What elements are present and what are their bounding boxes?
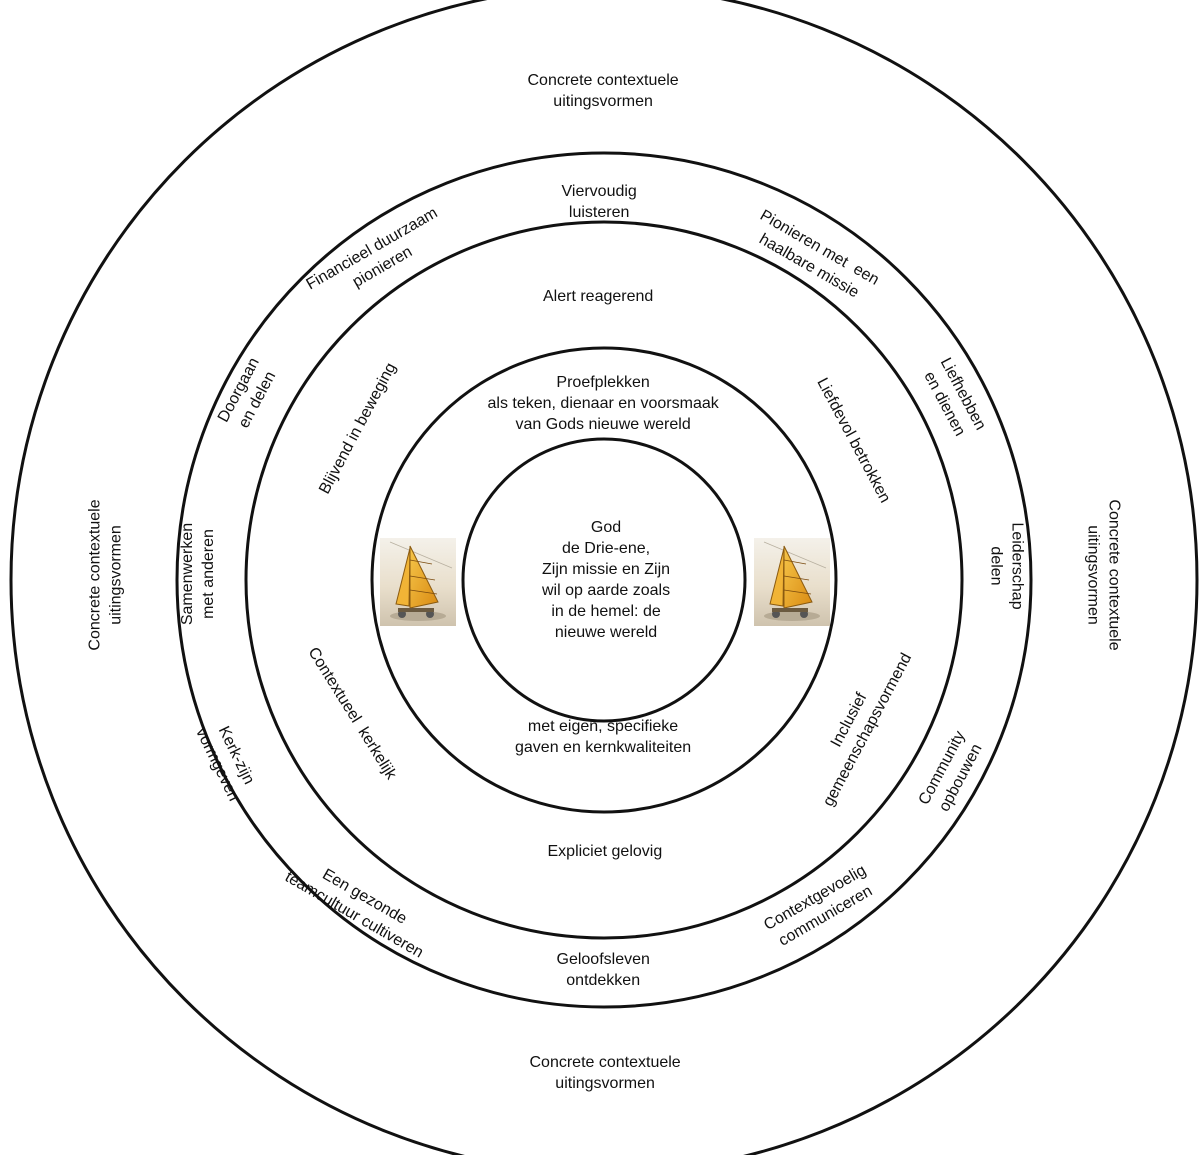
ring3-top-text: Viervoudig luisteren — [561, 183, 637, 221]
ring4-right-text: Concrete contextuele uitingsvormen — [1084, 499, 1123, 651]
ring2-bottom-text: Expliciet gelovig — [547, 842, 663, 860]
ring-1 — [370, 346, 838, 814]
ring3-left-text: Samenwerken met anderen — [179, 522, 218, 626]
outer-ring — [9, 0, 1199, 1155]
sail-boat-right-image — [754, 538, 830, 626]
ring2-top-text: Alert reagerend — [543, 287, 654, 305]
ring4-bottom-text: Concrete contextuele uitingsvormen — [529, 1054, 681, 1092]
ring1-bottom-text: met eigen, specifieke gaven en kernkwali… — [515, 718, 692, 756]
ring1-top-text: Proefplekken als teken, dienaar en voors… — [487, 373, 719, 433]
center-text: God de Drie-ene, Zijn missie en Zijn wil… — [542, 519, 671, 641]
ring3-bottom-text: Geloofsleven ontdekken — [556, 951, 650, 989]
center-circle — [461, 437, 747, 723]
ring4-left-text: Concrete contextuele uitingsvormen — [86, 499, 125, 651]
ring3-right-text: Leiderschap delen — [987, 522, 1026, 610]
ring4-top-text: Concrete contextuele uitingsvormen — [527, 72, 679, 110]
ring-2 — [244, 220, 964, 940]
ring-3 — [175, 151, 1033, 1009]
sail-boat-left-image — [380, 538, 456, 626]
